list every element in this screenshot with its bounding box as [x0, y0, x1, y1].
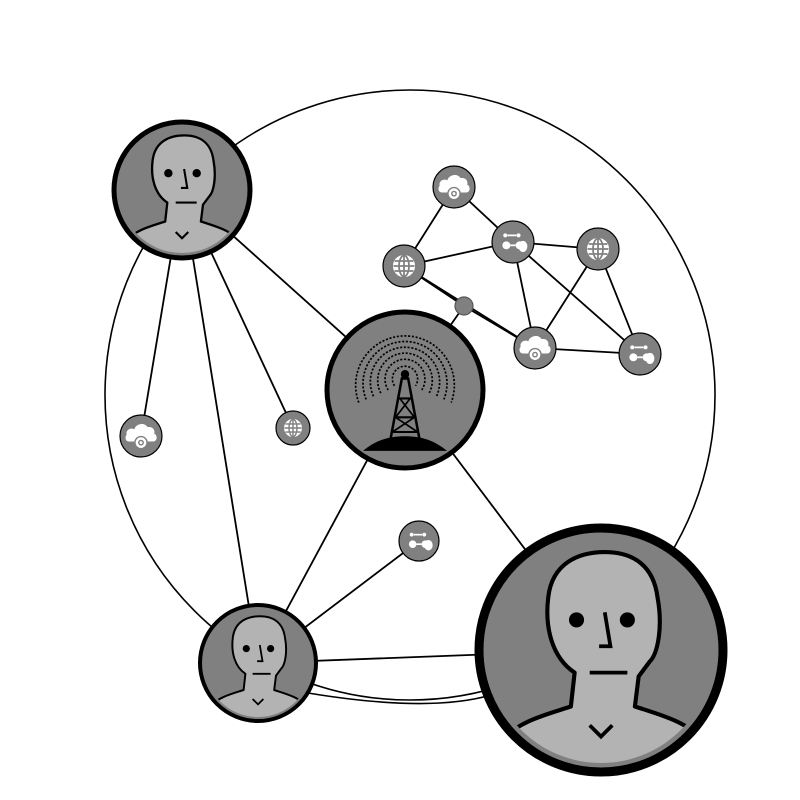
- junction-dot-disc: [454, 296, 474, 316]
- edge-git-cluster-mid-to-git-cluster-right: [512, 241, 641, 355]
- node-radio-tower[interactable]: [324, 309, 486, 471]
- node-cloud-settings-left[interactable]: [119, 414, 163, 458]
- git-bottom-disc: [398, 520, 440, 562]
- node-person-top-left[interactable]: [111, 119, 253, 264]
- node-git-cluster-right[interactable]: [618, 332, 662, 376]
- git-cluster-right-disc: [618, 332, 662, 376]
- node-person-bottom-left[interactable]: [198, 603, 318, 726]
- node-junction-dot[interactable]: [454, 296, 474, 316]
- node-cloud-settings-cluster[interactable]: [513, 326, 557, 370]
- radio-tower-disc: [324, 309, 486, 471]
- globe-icon: [392, 254, 416, 278]
- network-boundary-circle: [104, 89, 716, 701]
- globe-icon: [586, 237, 610, 261]
- globe-icon: [283, 418, 303, 438]
- edge-person-top-left-to-person-bottom-left: [181, 189, 259, 664]
- node-cloud-settings-top[interactable]: [432, 165, 476, 209]
- node-globe-left[interactable]: [275, 410, 311, 446]
- node-git-bottom[interactable]: [398, 520, 440, 562]
- node-globe-cluster-left[interactable]: [382, 244, 426, 288]
- node-globe-cluster-right[interactable]: [576, 227, 620, 271]
- nodes-layer: [111, 119, 728, 782]
- edge-arc-bottom: [307, 692, 492, 705]
- git-cluster-mid-disc: [491, 220, 535, 264]
- node-person-bottom-right[interactable]: [474, 523, 728, 782]
- node-git-cluster-mid[interactable]: [491, 220, 535, 264]
